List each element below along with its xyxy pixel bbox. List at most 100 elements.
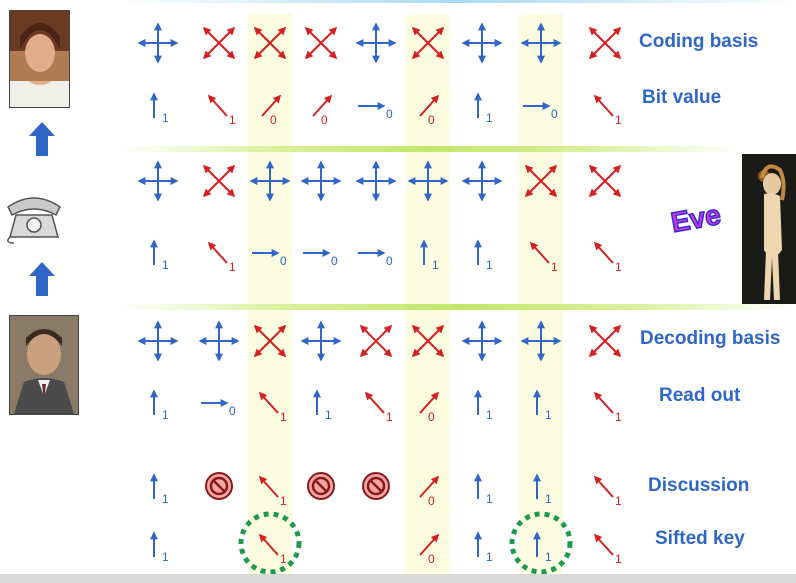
alice-image xyxy=(10,11,69,107)
polarization-arrow-icon xyxy=(261,94,282,117)
bit-label: 0 xyxy=(428,494,435,508)
polarization-arrow-icon xyxy=(258,533,279,556)
bit-label: 1 xyxy=(162,408,169,422)
bit-label: 1 xyxy=(615,260,622,274)
bit-label: 0 xyxy=(386,107,393,121)
bit-label: 0 xyxy=(386,254,393,268)
polarization-arrow-icon xyxy=(364,391,385,414)
diagonal-basis-icon xyxy=(202,26,236,60)
polarization-arrow-icon xyxy=(529,241,550,264)
polarization-arrow-icon xyxy=(258,391,279,414)
error-circle-icon xyxy=(238,511,302,575)
bit-label: 0 xyxy=(321,113,328,127)
bit-label: 1 xyxy=(486,550,493,564)
diagonal-basis-icon xyxy=(524,164,558,198)
bob-image xyxy=(10,316,78,414)
polarization-arrow-icon xyxy=(593,475,614,498)
bit-label: 1 xyxy=(615,410,622,424)
error-circle-icon xyxy=(509,511,573,575)
decoding-basis-label: Decoding basis xyxy=(640,328,781,349)
bit-label: 1 xyxy=(162,258,169,272)
bit-label: 1 xyxy=(486,258,493,272)
highlight-column xyxy=(519,14,563,574)
bit-label: 1 xyxy=(486,408,493,422)
bit-label: 0 xyxy=(551,107,558,121)
no-entry-icon xyxy=(369,479,383,493)
bit-value-label: Bit value xyxy=(642,87,722,108)
polarization-arrow-icon xyxy=(419,391,440,414)
diagonal-basis-icon xyxy=(411,324,445,358)
bit-label: 1 xyxy=(432,258,439,272)
polarization-arrow-icon xyxy=(593,391,614,414)
bit-label: 0 xyxy=(270,113,277,127)
bit-label: 1 xyxy=(551,260,558,274)
no-entry-icon xyxy=(209,476,229,496)
bit-label: 1 xyxy=(229,260,236,274)
bit-label: 1 xyxy=(486,111,493,125)
bit-label: 1 xyxy=(162,492,169,506)
diagonal-basis-icon xyxy=(253,26,287,60)
bit-label: 1 xyxy=(545,550,552,564)
highlight-column xyxy=(406,14,450,574)
polarization-arrow-icon xyxy=(207,241,228,264)
highlight-column xyxy=(248,14,292,574)
no-entry-icon xyxy=(366,476,386,496)
bit-label: 1 xyxy=(280,494,287,508)
bit-label: 0 xyxy=(428,410,435,424)
polarization-arrow-icon xyxy=(258,475,279,498)
sifted-key-label: Sifted key xyxy=(655,528,745,549)
diagonal-basis-icon xyxy=(411,26,445,60)
bit-label: 0 xyxy=(428,552,435,566)
telephone-image xyxy=(2,185,66,245)
eve-painting xyxy=(742,154,796,304)
coding-basis-label: Coding basis xyxy=(639,31,759,52)
discussion-label: Discussion xyxy=(648,475,750,496)
no-entry-icon xyxy=(314,479,328,493)
no-entry-icon xyxy=(311,476,331,496)
diagonal-basis-icon xyxy=(202,164,236,198)
polarization-arrow-icon xyxy=(593,94,614,117)
bit-label: 1 xyxy=(615,494,622,508)
bit-label: 1 xyxy=(162,111,169,125)
top-divider xyxy=(120,0,796,3)
polarization-arrow-icon xyxy=(312,94,333,117)
divider-bar xyxy=(120,146,740,152)
bit-label: 1 xyxy=(325,408,332,422)
bit-label: 1 xyxy=(486,492,493,506)
bit-label: 0 xyxy=(280,254,287,268)
bit-label: 1 xyxy=(280,410,287,424)
polarization-arrow-icon xyxy=(593,241,614,264)
polarization-arrow-icon xyxy=(419,533,440,556)
alice-portrait xyxy=(9,10,70,108)
diagonal-basis-icon xyxy=(588,26,622,60)
diagonal-basis-icon xyxy=(588,164,622,198)
no-entry-icon xyxy=(212,479,226,493)
polarization-arrow-icon xyxy=(419,94,440,117)
bit-label: 1 xyxy=(615,113,622,127)
divider-bar xyxy=(120,304,796,310)
bit-label: 1 xyxy=(229,113,236,127)
bottom-band xyxy=(0,574,796,583)
diagonal-basis-icon xyxy=(304,26,338,60)
bit-label: 1 xyxy=(545,408,552,422)
polarization-arrow-icon xyxy=(419,475,440,498)
bit-label: 1 xyxy=(386,410,393,424)
up-arrow-icon xyxy=(29,262,55,296)
diagonal-basis-icon xyxy=(359,324,393,358)
eve-image xyxy=(742,154,796,304)
bob-portrait xyxy=(9,315,79,415)
polarization-arrow-icon xyxy=(593,533,614,556)
diagonal-basis-icon xyxy=(253,324,287,358)
bit-label: 1 xyxy=(280,552,287,566)
up-arrow-icon xyxy=(29,122,55,156)
read-out-label: Read out xyxy=(659,385,741,406)
diagonal-basis-icon xyxy=(588,324,622,358)
polarization-arrow-icon xyxy=(207,94,228,117)
bit-label: 0 xyxy=(428,113,435,127)
bit-label: 0 xyxy=(331,254,338,268)
bit-label: 1 xyxy=(162,550,169,564)
bit-label: 1 xyxy=(615,552,622,566)
bit-label: 1 xyxy=(545,492,552,506)
